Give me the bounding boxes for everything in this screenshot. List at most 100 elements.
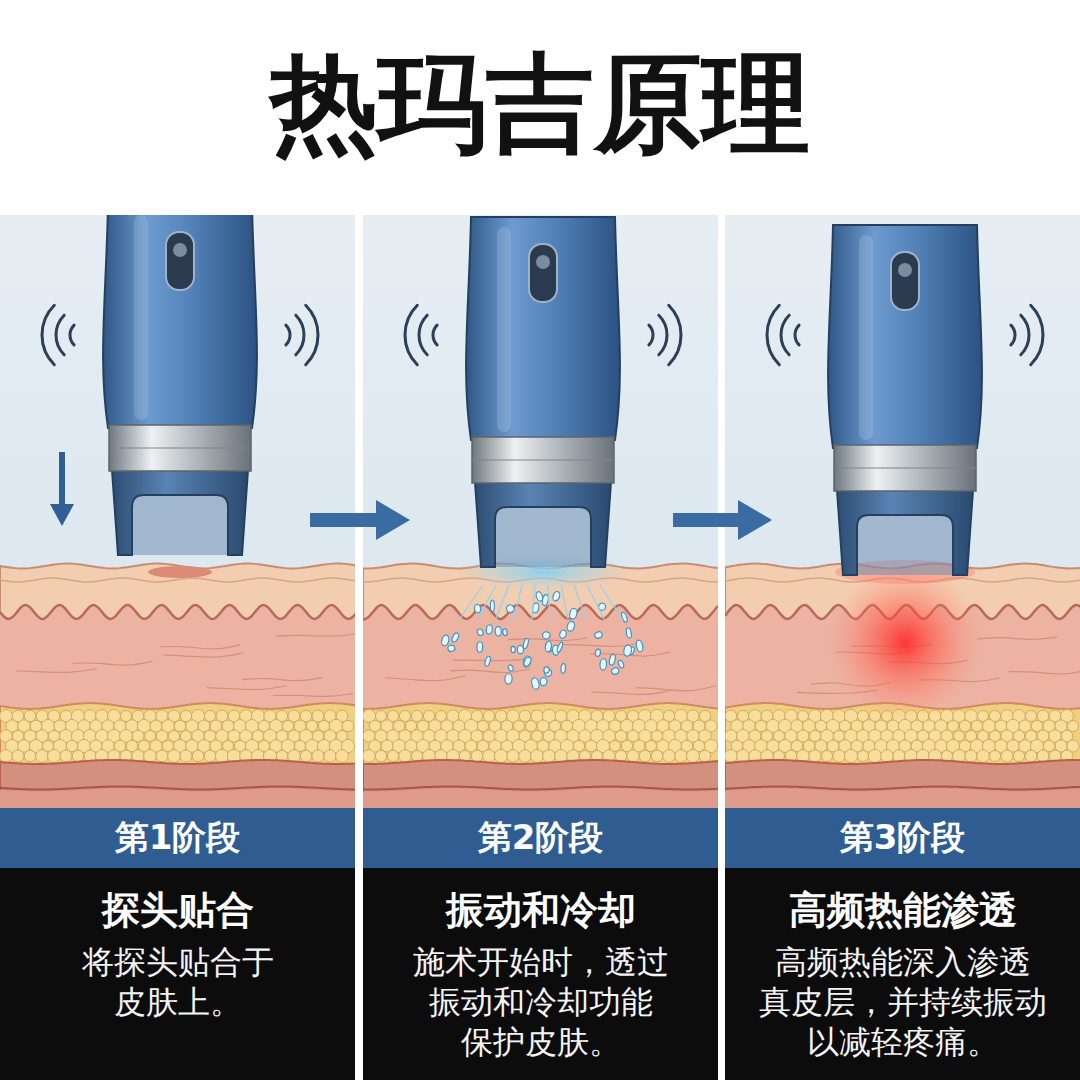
stage-label: 第2阶段	[363, 808, 718, 868]
water-droplet	[517, 645, 524, 654]
fat-cell	[192, 750, 203, 761]
skin-panel	[725, 215, 1080, 808]
vibration-arc	[781, 315, 789, 355]
fat-cell	[989, 750, 1000, 761]
water-droplet	[540, 678, 547, 686]
fat-cell	[0, 750, 12, 763]
fat-cell	[411, 750, 422, 761]
fat-cell	[651, 750, 663, 762]
fat-cell	[519, 710, 531, 722]
vibration-arc	[296, 315, 304, 355]
fat-cell	[204, 710, 215, 721]
deep-layer	[0, 789, 355, 808]
fat-cell	[959, 720, 970, 731]
skin-panel	[0, 215, 355, 808]
cooling-streak	[477, 585, 496, 620]
cooling-streak	[495, 585, 509, 620]
fat-cell	[965, 750, 977, 762]
cooling-streak	[600, 585, 623, 620]
step-description: 高频热能深入渗透 真皮层，并持续振动 以减轻疼痛。	[738, 942, 1068, 1062]
vibration-arc	[286, 325, 290, 345]
arrow-head	[738, 500, 772, 540]
stage-panel: 第1阶段探头贴合将探头贴合于 皮肤上。	[0, 215, 355, 1080]
stage-label: 第3阶段	[725, 808, 1080, 868]
water-droplet	[595, 649, 601, 657]
water-droplet	[535, 591, 544, 602]
fat-cell	[615, 730, 626, 741]
fat-cell	[156, 750, 168, 762]
probe-tip	[475, 482, 611, 567]
vibration-arc	[1021, 315, 1029, 355]
arrow-shaft	[673, 513, 742, 527]
fat-cell	[507, 750, 519, 762]
dermis-fiber	[450, 669, 530, 673]
dermis-layer	[363, 604, 718, 808]
water-droplet	[561, 663, 566, 673]
fat-cell	[844, 749, 857, 762]
water-droplet	[502, 629, 508, 636]
fat-cell	[312, 750, 324, 762]
water-droplet	[440, 634, 450, 646]
water-droplet	[594, 631, 603, 640]
epidermis-layer	[363, 564, 718, 808]
fat-cell	[215, 749, 228, 762]
step-heading: 高频热能渗透	[789, 886, 1017, 934]
fat-cell	[180, 750, 192, 762]
vibration-arc	[433, 325, 437, 345]
muscle-layer	[0, 760, 355, 808]
flow-arrow	[673, 500, 772, 540]
vibration-arc	[1031, 305, 1043, 364]
probe-ring	[834, 445, 976, 491]
fat-cell	[1013, 750, 1024, 761]
fat-cell	[399, 750, 412, 763]
vibration-arc	[767, 305, 779, 364]
fat-cell	[144, 750, 157, 763]
dermis-fiber	[977, 637, 1057, 639]
fat-cell	[47, 749, 60, 762]
button-dot	[173, 243, 187, 257]
down-arrow-shaft	[59, 452, 65, 508]
water-droplet	[523, 656, 533, 667]
fat-cell	[1037, 750, 1049, 762]
muscle-layer	[363, 760, 718, 808]
deep-layer	[363, 789, 718, 808]
fat-cell	[12, 750, 24, 762]
probe-highlight	[134, 215, 148, 420]
vibration-arc	[405, 305, 417, 364]
fat-cell	[627, 750, 639, 762]
water-droplet	[552, 591, 561, 602]
fat-cell	[36, 750, 49, 763]
probe-ring	[472, 437, 614, 483]
down-arrow-head	[50, 504, 74, 526]
fat-cell	[387, 750, 398, 761]
fat-cell	[971, 720, 982, 731]
cooling-streak	[532, 585, 535, 620]
water-droplet	[495, 627, 502, 637]
dermis-fiber	[73, 661, 153, 665]
water-droplet	[511, 646, 515, 652]
water-droplet	[474, 604, 481, 613]
vibration-arc	[56, 315, 64, 355]
fat-cell	[585, 740, 597, 752]
rf-probe	[466, 217, 620, 567]
probe-ring	[109, 425, 251, 471]
button-dot	[536, 255, 550, 269]
fat-cell	[821, 750, 832, 761]
flow-arrow	[310, 500, 410, 540]
dermis-fiber	[163, 653, 243, 657]
ring-groove	[109, 448, 251, 449]
fat-cell	[645, 740, 656, 751]
dermis-fiber	[242, 678, 322, 681]
water-droplet	[451, 632, 460, 643]
water-droplet	[531, 677, 541, 690]
rf-probe	[828, 225, 982, 575]
fat-cell	[494, 749, 507, 762]
step-heading: 振动和冷却	[446, 886, 636, 934]
water-droplet	[477, 642, 483, 653]
probe-body	[828, 225, 982, 448]
ring-groove	[834, 468, 976, 469]
water-droplet	[610, 667, 619, 676]
step-description: 将探头贴合于 皮肤上。	[13, 942, 343, 1022]
water-droplet	[490, 600, 494, 612]
